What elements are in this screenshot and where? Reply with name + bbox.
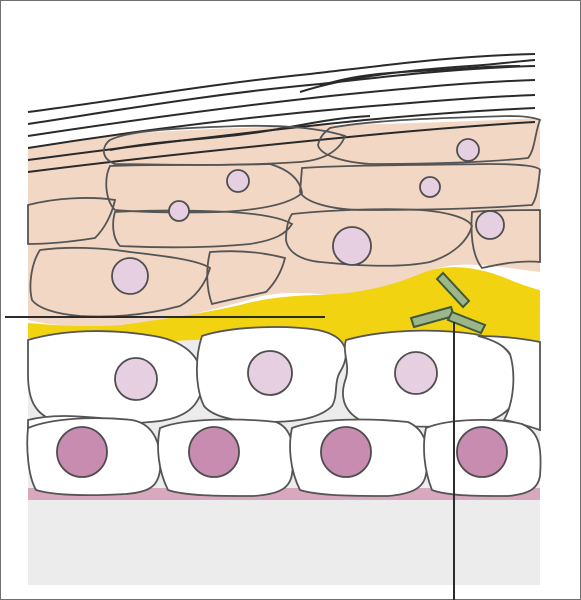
nucleus	[476, 211, 504, 239]
nucleus	[457, 427, 507, 477]
nucleus	[333, 227, 371, 265]
nucleus	[189, 427, 239, 477]
nucleus	[227, 170, 249, 192]
nucleus	[321, 427, 371, 477]
nucleus	[169, 201, 189, 221]
nucleus	[457, 139, 479, 161]
nucleus	[57, 427, 107, 477]
nucleus	[115, 358, 157, 400]
nucleus	[395, 352, 437, 394]
nucleus	[112, 258, 148, 294]
keratin-line	[28, 54, 535, 112]
nucleus	[248, 351, 292, 395]
nucleus	[420, 177, 440, 197]
